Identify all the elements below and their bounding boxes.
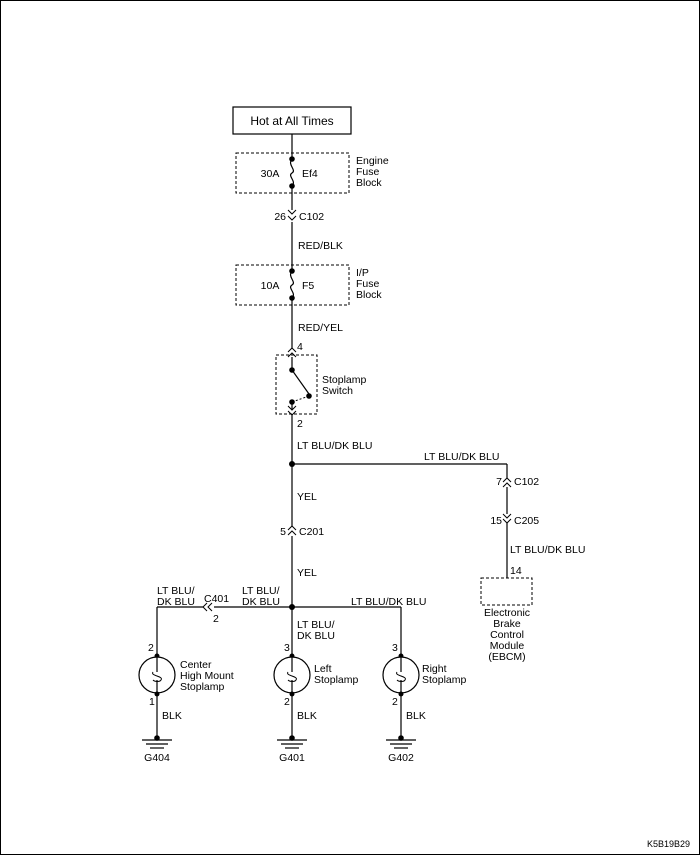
ebcm-name-4: Module — [490, 640, 525, 652]
wire-label-left-lamp-2: DK BLU — [297, 630, 335, 642]
ebcm-name-3: Control — [490, 629, 524, 641]
c102-right-pin: 7 — [496, 476, 502, 488]
wire-label-branch-center-2: DK BLU — [242, 596, 280, 608]
left-lamp-pin-top: 3 — [284, 642, 290, 654]
center-lamp-ground-wire: BLK — [162, 710, 182, 722]
left-lamp-name-1: Left — [314, 663, 332, 675]
wire-label-main: LT BLU/DK BLU — [297, 440, 372, 452]
switch-name-1: Stoplamp — [322, 374, 367, 386]
wire-label-branch-left-2: DK BLU — [157, 596, 195, 608]
center-lamp-name-2: High Mount — [180, 670, 234, 682]
center-lamp-name-1: Center — [180, 659, 212, 671]
engine-fuse-block-name-3: Block — [356, 177, 382, 189]
stoplamp-switch: 4 2 Stoplamp Switch — [275, 341, 367, 430]
left-lamp-name-2: Stoplamp — [314, 674, 359, 686]
ip-fuse-block: 10A F5 I/P Fuse Block — [235, 264, 382, 306]
figure-code: K5B19B29 — [647, 839, 690, 849]
c205-name: C205 — [514, 515, 539, 527]
ebcm-name-2: Brake — [493, 618, 521, 630]
engine-fuse-amperage: 30A — [261, 168, 280, 180]
center-lamp-pin-bottom: 1 — [149, 696, 155, 708]
right-lamp-pin-bottom: 2 — [392, 696, 398, 708]
wire-label-ebcm-lower: LT BLU/DK BLU — [510, 544, 585, 556]
power-source-box: Hot at All Times — [232, 106, 352, 135]
c205-pin: 15 — [490, 515, 502, 527]
wire-label-to-ebcm: LT BLU/DK BLU — [424, 451, 499, 463]
engine-fuse-block: 30A Ef4 Engine Fuse Block — [235, 152, 389, 194]
wire-label-yel-lower: YEL — [297, 567, 317, 579]
right-lamp-name-1: Right — [422, 663, 447, 675]
c102-right-name: C102 — [514, 476, 539, 488]
wire-label-branch-left-1: LT BLU/ — [157, 585, 195, 597]
ip-fuse-block-name-2: Fuse — [356, 278, 380, 290]
engine-fuse-id: Ef4 — [302, 168, 318, 180]
c401-pin: 2 — [213, 613, 219, 625]
switch-pin-top: 4 — [297, 341, 303, 353]
c102-top-name: C102 — [299, 211, 324, 223]
ip-fuse-amperage: 10A — [261, 280, 280, 292]
c102-top-pin: 26 — [274, 211, 286, 223]
left-lamp-ground-wire: BLK — [297, 710, 317, 722]
wire-label-red-yel: RED/YEL — [298, 322, 343, 334]
wire-label-branch-center-1: LT BLU/ — [242, 585, 280, 597]
connector-c102-top: 26 C102 — [274, 209, 324, 223]
c401-name: C401 — [204, 593, 229, 605]
ebcm-branch: LT BLU/DK BLU 7 C102 15 C205 LT BLU/DK B… — [289, 451, 585, 663]
right-lamp-ground-wire: BLK — [406, 710, 426, 722]
center-lamp-ground: G404 — [144, 752, 170, 764]
engine-fuse-block-name-2: Fuse — [356, 166, 380, 178]
connector-c201: 5 C201 — [280, 525, 324, 538]
left-lamp-ground: G401 — [279, 752, 305, 764]
wire-label-red-blk: RED/BLK — [298, 240, 343, 252]
power-source-label: Hot at All Times — [250, 114, 333, 128]
center-lamp-name-3: Stoplamp — [180, 681, 225, 693]
right-lamp-name-2: Stoplamp — [422, 674, 467, 686]
lamp-branches: C401 2 LT BLU/ DK BLU LT BLU/ DK BLU LT … — [156, 585, 426, 654]
right-lamp-ground: G402 — [388, 752, 414, 764]
center-stoplamp: 2 1 Center High Mount Stoplamp BLK G404 — [138, 642, 234, 764]
switch-name-2: Switch — [322, 385, 353, 397]
right-lamp-pin-top: 3 — [392, 642, 398, 654]
c201-name: C201 — [299, 526, 324, 538]
wire-label-left-lamp-1: LT BLU/ — [297, 619, 335, 631]
ip-fuse-block-name-1: I/P — [356, 267, 369, 279]
left-stoplamp: 3 2 Left Stoplamp BLK G401 — [273, 642, 359, 764]
ip-fuse-block-name-3: Block — [356, 289, 382, 301]
ebcm-pin: 14 — [510, 565, 522, 577]
engine-fuse-block-name-1: Engine — [356, 155, 389, 167]
ip-fuse-id: F5 — [302, 280, 314, 292]
ebcm-name-1: Electronic — [484, 607, 530, 619]
left-lamp-pin-bottom: 2 — [284, 696, 290, 708]
ebcm-name-5: (EBCM) — [488, 651, 525, 663]
center-lamp-pin-top: 2 — [148, 642, 154, 654]
wire-label-branch-right: LT BLU/DK BLU — [351, 596, 426, 608]
wire-label-yel-upper: YEL — [297, 491, 317, 503]
right-stoplamp: 3 2 Right Stoplamp BLK G402 — [382, 642, 467, 764]
switch-pin-bottom: 2 — [297, 418, 303, 430]
c201-pin: 5 — [280, 526, 286, 538]
